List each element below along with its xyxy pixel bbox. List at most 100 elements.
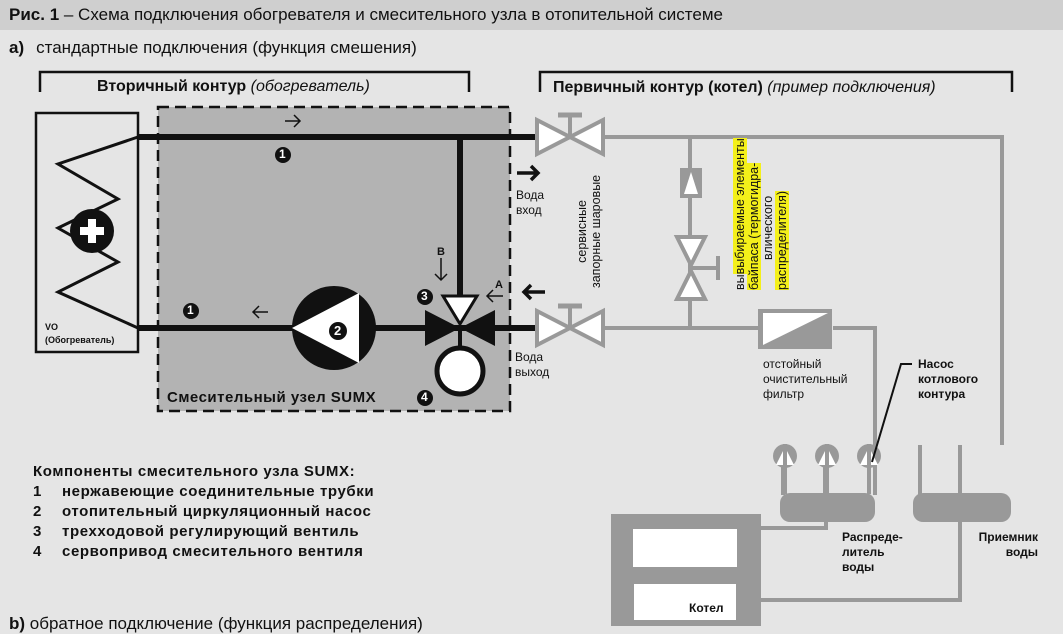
bypass-label-line3: влического — [761, 195, 775, 260]
three-way-valve-icon — [425, 294, 495, 350]
water-out-line1: Вода — [515, 350, 544, 364]
section-a-heading: а) стандартные подключения (функция смеше… — [9, 38, 417, 58]
bypass-label-line2: байпаса (термогидра- — [747, 138, 761, 290]
port-a-label: A — [495, 279, 503, 291]
collector-label-line2: воды — [1005, 545, 1038, 559]
figure-title-bar — [0, 0, 1063, 30]
water-out-arrow-icon — [521, 283, 545, 301]
boiler-label: Котел — [689, 601, 724, 615]
marker-1-bottom-text: 1 — [187, 303, 194, 317]
distributor-label-line1: Распреде- — [842, 530, 903, 544]
section-b-text: обратное подключение (функция распределе… — [29, 614, 423, 633]
section-a-text: стандартные подключения (функция смешени… — [36, 38, 417, 57]
secondary-circuit-title-bold: Вторичный контур — [97, 78, 247, 95]
ball-valve-supply-icon — [535, 112, 605, 158]
marker-3-text: 3 — [421, 289, 428, 303]
water-in-arrow-icon — [517, 164, 541, 182]
port-b-label: B — [437, 246, 445, 258]
primary-circuit-title: Первичный контур (котел) (пример подключ… — [553, 79, 936, 97]
components-legend-item: 1 нержавеющие соединительные трубки — [33, 482, 374, 502]
collector-label-line1: Приемник — [978, 530, 1038, 544]
bypass-label-line4-text: распределителя) — [775, 190, 789, 290]
components-legend-item: 4 сервопривод смесительного вентиля — [33, 542, 374, 562]
section-a-marker: а) — [9, 38, 25, 57]
marker-2-text: 2 — [334, 323, 342, 338]
distributor-label-line2: литель — [842, 545, 885, 559]
marker-1-top-text: 1 — [279, 147, 286, 161]
primary-circuit-subtitle: (пример подключения) — [767, 79, 936, 96]
figure-title: Рис. 1 – Схема подключения обогревателя … — [9, 5, 723, 25]
boiler-panel-bottom — [634, 584, 736, 620]
flow-arrow-right-icon — [285, 114, 302, 128]
legend-item-number: 4 — [33, 543, 42, 560]
heater-label-code: VO — [45, 322, 59, 332]
section-b-heading: b) обратное подключение (функция распред… — [9, 614, 423, 634]
boiler-pump-label-line1: Насос — [918, 357, 954, 371]
legend-item-text: отопительный циркуляционный насос — [62, 503, 372, 520]
legend-item-text: нержавеющие соединительные трубки — [62, 483, 375, 500]
port-a-arrow-icon — [485, 289, 503, 303]
bypass-label-line1-text: выбираемые элементы — [733, 138, 747, 275]
figure-label: Рис. 1 — [9, 5, 60, 24]
section-b-marker: b) — [9, 614, 26, 633]
water-in-line2: вход — [516, 203, 542, 217]
figure-title-text: – Схема подключения обогревателя и смеси… — [59, 5, 723, 24]
primary-circuit-bracket — [538, 70, 1014, 92]
ball-valves-label-line2: запорные шаровые — [589, 174, 603, 288]
filter-label-line2: очистительный — [763, 372, 848, 386]
boiler-panel-top — [633, 529, 737, 567]
secondary-circuit-title: Вторичный контур (обогреватель) — [97, 78, 370, 96]
marker-3 — [417, 289, 433, 305]
legend-item-number: 3 — [33, 523, 42, 540]
heater-plus-icon — [70, 209, 114, 253]
water-out-line2: выход — [515, 365, 550, 379]
distributor-label-line3: воды — [842, 560, 875, 574]
boiler-pump-leader-line — [871, 363, 912, 463]
components-legend-item: 2 отопительный циркуляционный насос — [33, 502, 374, 522]
bypass-check-valve-icon — [680, 168, 702, 198]
flow-arrow-left-icon — [251, 305, 268, 319]
bypass-regulating-valve-icon — [673, 235, 720, 301]
marker-1-top — [275, 147, 291, 163]
heater-label-name: (Обогреватель) — [45, 335, 115, 345]
valve-actuator-icon — [434, 345, 486, 397]
boiler-pump-label-line2: котлового — [918, 372, 979, 386]
heater-coil — [54, 135, 139, 330]
ball-valves-label-line1: сервисные — [575, 200, 589, 263]
bypass-label-line2-text: байпаса (термогидра- — [747, 162, 761, 290]
boiler-pump-label-line3: контура — [918, 387, 966, 401]
heater-label: VO (Обогреватель) — [45, 321, 114, 347]
filter-label-line1: отстойный — [763, 357, 822, 371]
bypass-label: вывыбираемые элементы байпаса (термогидр… — [733, 138, 789, 290]
ball-valve-return-icon — [535, 303, 605, 349]
sediment-filter-icon — [758, 309, 832, 349]
port-b-arrow-icon — [434, 258, 448, 282]
water-in-line1: Вода — [516, 188, 545, 202]
bypass-label-line1: вывыбираемые элементы — [733, 138, 747, 290]
components-legend-item: 3 трехходовой регулирующий вентиль — [33, 522, 374, 542]
marker-1-bottom — [183, 303, 199, 319]
bypass-label-line4: распределителя) — [775, 138, 789, 290]
legend-item-text: трехходовой регулирующий вентиль — [62, 523, 360, 540]
water-collector-header — [913, 493, 1011, 522]
legend-item-number: 2 — [33, 503, 42, 520]
secondary-circuit-bracket — [38, 70, 471, 92]
legend-item-text: сервопривод смесительного вентиля — [62, 543, 364, 560]
marker-4 — [417, 390, 433, 406]
filter-label-line3: фильтр — [763, 387, 805, 401]
marker-4-text: 4 — [421, 390, 428, 404]
mixing-unit-label: Смесительный узел SUMX — [167, 389, 377, 406]
water-distributor-header — [780, 493, 875, 522]
marker-2 — [329, 322, 347, 340]
secondary-circuit-subtitle: (обогреватель) — [250, 78, 370, 95]
legend-item-number: 1 — [33, 483, 42, 500]
